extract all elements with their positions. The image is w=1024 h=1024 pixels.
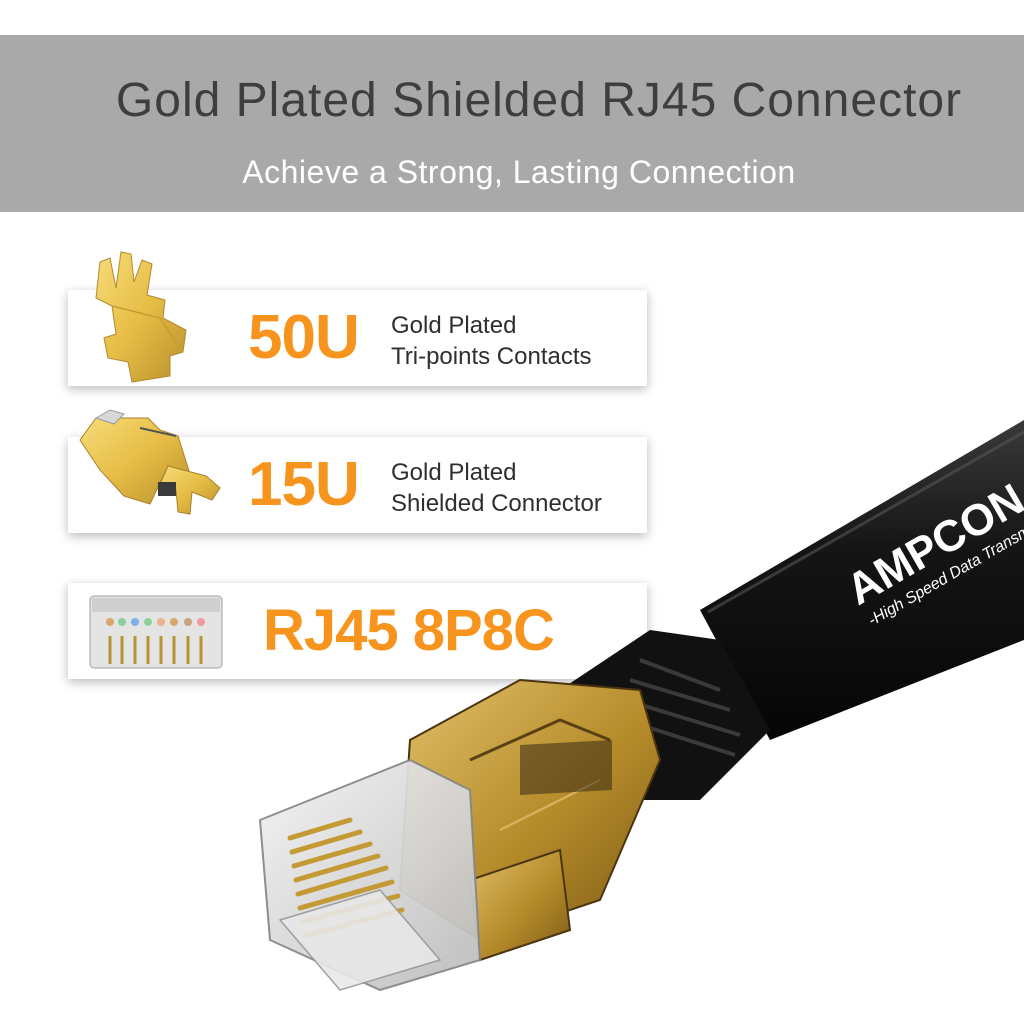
- feature-line2: Tri-points Contacts: [391, 343, 592, 370]
- feature-line1: Gold Plated: [391, 312, 517, 339]
- ethernet-cable: AMPCON -High Speed Data Transmiss: [700, 420, 1024, 740]
- gold-contact-icon: [95, 251, 187, 383]
- feature-description: Gold Plated Tri-points Contacts: [391, 310, 592, 372]
- feature-description: Gold Plated Shielded Connector: [391, 457, 602, 519]
- feature-line1: Gold Plated: [391, 459, 517, 486]
- clear-plug-body: [258, 758, 482, 992]
- shielded-connector-icon: [79, 409, 221, 515]
- feature-line2: Shielded Connector: [391, 490, 602, 517]
- page-subtitle: Achieve a Strong, Lasting Connection: [242, 154, 796, 190]
- page-title: Gold Plated Shielded RJ45 Connector: [115, 74, 963, 127]
- feature-value: 15U: [248, 450, 360, 519]
- feature-value: RJ45 8P8C: [263, 598, 555, 663]
- feature-value: 50U: [248, 303, 360, 372]
- rj45-plug-icon: [89, 595, 223, 669]
- header-banner: Gold Plated Shielded RJ45 Connector Achi…: [0, 35, 1024, 212]
